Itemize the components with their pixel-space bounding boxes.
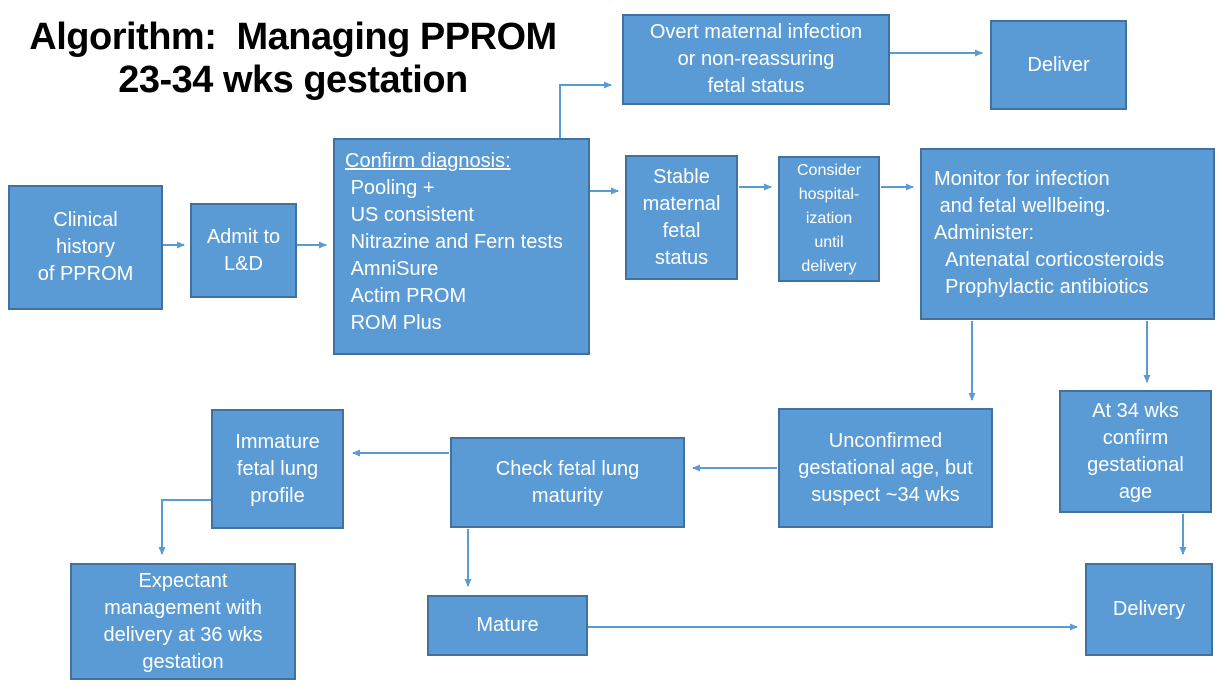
node-at34-label: At 34 wks confirm gestational age — [1087, 399, 1184, 503]
node-monitor-infection: Monitor for infection and fetal wellbein… — [920, 148, 1215, 320]
node-consider-label: Consider hospital- ization until deliver… — [796, 162, 862, 275]
node-expectant-label: Expectant management with delivery at 36… — [103, 569, 263, 673]
arrow-confirm-to-overt — [559, 81, 612, 139]
node-confirm-diagnosis: Confirm diagnosis: Pooling + US consiste… — [333, 138, 590, 355]
node-clinical-history: Clinical history of PPROM — [8, 185, 163, 310]
arrow-immature-to-expectant — [158, 499, 211, 555]
node-check-fetal-lung-maturity: Check fetal lung maturity — [450, 437, 685, 528]
node-confirm-items: Pooling + US consistent Nitrazine and Fe… — [350, 177, 563, 334]
node-check-label: Check fetal lung maturity — [495, 457, 640, 507]
node-stable-status: Stable maternal fetal status — [625, 155, 738, 280]
node-immature-label: Immature fetal lung profile — [235, 430, 320, 507]
node-overt-maternal-infection: Overt maternal infection or non-reassuri… — [622, 14, 890, 105]
node-expectant-management: Expectant management with delivery at 36… — [70, 563, 296, 680]
node-unconfirmed-gestational-age: Unconfirmed gestational age, but suspect… — [778, 408, 993, 528]
node-admit-to-ld: Admit to L&D — [190, 203, 297, 298]
node-deliver-label: Deliver — [1027, 53, 1090, 76]
node-at-34-wks-confirm-age: At 34 wks confirm gestational age — [1059, 390, 1212, 513]
node-unconfirmed-label: Unconfirmed gestational age, but suspect… — [798, 429, 973, 506]
node-stable-label: Stable maternal fetal status — [642, 165, 721, 269]
node-consider-hospitalization: Consider hospital- ization until deliver… — [778, 156, 880, 282]
node-mature-label: Mature — [476, 614, 539, 636]
node-deliver: Deliver — [990, 20, 1127, 110]
node-admit-label: Admit to L&D — [206, 225, 281, 275]
node-immature-fetal-lung: Immature fetal lung profile — [211, 409, 344, 529]
node-clinical-label: Clinical history of PPROM — [37, 209, 134, 285]
node-confirm-heading: Confirm diagnosis: — [345, 150, 511, 172]
node-mature: Mature — [427, 595, 588, 656]
node-monitor-label: Monitor for infection and fetal wellbein… — [934, 168, 1165, 298]
node-delivery-label: Delivery — [1112, 598, 1186, 620]
page-title: Algorithm: Managing PPROM 23-34 wks gest… — [29, 16, 557, 101]
node-delivery: Delivery — [1085, 563, 1213, 656]
node-overt-label: Overt maternal infection or non-reassuri… — [649, 21, 863, 97]
